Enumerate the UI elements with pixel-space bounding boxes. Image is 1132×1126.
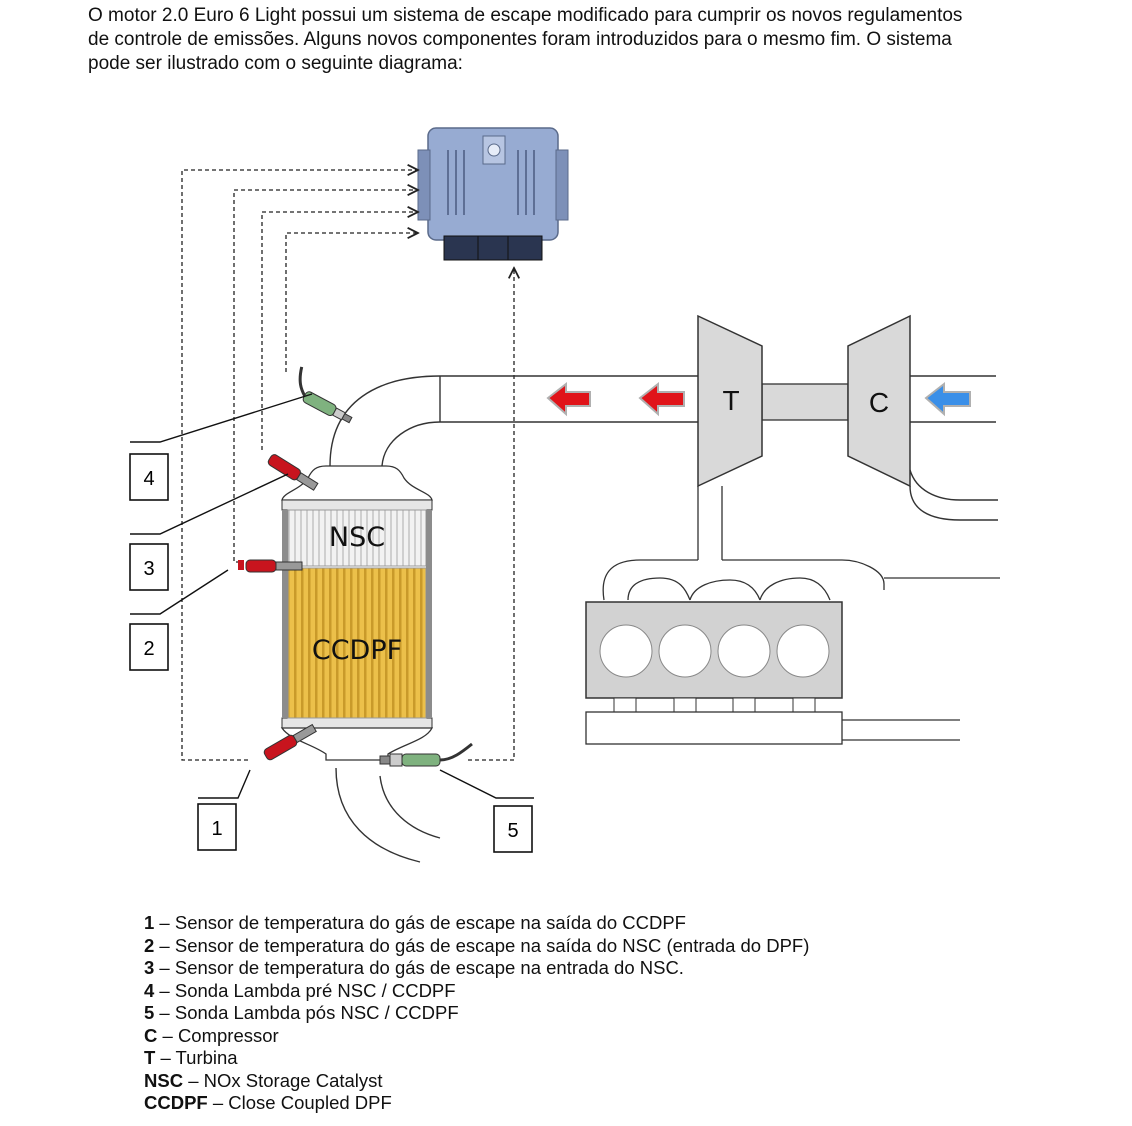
legend-key: 1 <box>144 912 155 933</box>
nsc-brick <box>287 509 427 567</box>
legend-text: – Compressor <box>157 1024 279 1046</box>
callout-leaders <box>130 393 534 799</box>
exhaust-system-diagram: T C <box>129 127 1000 863</box>
manifold-pipe <box>602 486 1000 601</box>
svg-text:4: 4 <box>143 468 154 490</box>
turbine-casing <box>697 314 763 488</box>
legend-key: 3 <box>144 957 155 978</box>
lambda-sensor-4-icon <box>298 366 353 424</box>
legend-text: – Turbina <box>155 1047 238 1068</box>
intake-flow-arrow <box>924 381 971 417</box>
legend-key: C <box>144 1024 158 1046</box>
legend-item: C – Compressor <box>144 1025 809 1048</box>
svg-text:3: 3 <box>143 558 154 580</box>
legend-text: – Sonda Lambda pós NSC / CCDPF <box>154 1002 459 1023</box>
ccdpf-brick <box>287 567 427 719</box>
exhaust-flow-arrow <box>546 381 591 417</box>
legend-item: 5 – Sonda Lambda pós NSC / CCDPF <box>144 1002 809 1025</box>
legend-text: – Sensor de temperatura do gás de escape… <box>154 957 684 978</box>
lambda-sensor-5-icon <box>379 742 473 767</box>
svg-text:2: 2 <box>143 638 154 660</box>
legend-text: – NOx Storage Catalyst <box>183 1069 383 1091</box>
legend-key: CCDPF <box>144 1092 208 1113</box>
housing-edge <box>426 510 432 718</box>
intro-line: pode ser ilustrado com o seguinte diagra… <box>88 53 463 74</box>
legend: 1 – Sensor de temperatura do gás de esca… <box>144 912 809 1115</box>
signal-wires <box>181 170 514 761</box>
compressor-label: C <box>869 387 889 418</box>
legend-item: 2 – Sensor de temperatura do gás de esca… <box>144 935 809 958</box>
legend-item: 3 – Sensor de temperatura do gás de esca… <box>144 957 809 980</box>
svg-text:5: 5 <box>507 820 518 842</box>
ecu-icon <box>417 127 569 261</box>
engine-block <box>585 601 960 745</box>
exhaust-pipe <box>329 375 698 863</box>
svg-text:1: 1 <box>211 818 222 840</box>
ccdpf-label: CCDPF <box>312 635 402 666</box>
legend-item: NSC – NOx Storage Catalyst <box>144 1070 809 1093</box>
nsc-label: NSC <box>329 522 385 553</box>
callout-3: 3 <box>129 543 169 591</box>
compressor-casing <box>847 314 911 488</box>
intro-line: O motor 2.0 Euro 6 Light possui um siste… <box>88 5 963 26</box>
exhaust-flow-arrow <box>638 381 685 417</box>
callout-4: 4 <box>129 453 169 501</box>
callout-5: 5 <box>493 805 533 853</box>
legend-item: 4 – Sonda Lambda pré NSC / CCDPF <box>144 980 809 1003</box>
legend-key: NSC <box>144 1069 184 1091</box>
turbo-shaft <box>761 383 849 421</box>
intake-pipe <box>909 375 998 521</box>
housing-edge <box>282 510 288 718</box>
legend-item: CCDPF – Close Coupled DPF <box>144 1092 809 1115</box>
legend-text: – Sensor de temperatura do gás de escape… <box>154 912 686 933</box>
legend-key: 4 <box>144 979 155 1001</box>
callout-2: 2 <box>129 623 169 671</box>
legend-item: T – Turbina <box>144 1047 809 1070</box>
legend-key: 5 <box>144 1002 155 1023</box>
legend-text: – Sonda Lambda pré NSC / CCDPF <box>154 979 456 1001</box>
legend-key: T <box>144 1047 156 1068</box>
turbine-label: T <box>722 385 739 416</box>
callout-1: 1 <box>197 803 237 851</box>
intro-line: de controle de emissões. Alguns novos co… <box>88 29 952 50</box>
legend-text: – Close Coupled DPF <box>207 1092 392 1113</box>
legend-key: 2 <box>144 934 155 956</box>
temp-sensor-3-icon <box>267 454 319 491</box>
temp-sensor-1-icon <box>263 723 317 761</box>
temp-sensor-2-icon <box>238 559 303 573</box>
legend-text: – Sensor de temperatura do gás de escape… <box>154 934 810 956</box>
legend-item: 1 – Sensor de temperatura do gás de esca… <box>144 912 809 935</box>
intro-paragraph: O motor 2.0 Euro 6 Light possui um siste… <box>88 4 1082 76</box>
